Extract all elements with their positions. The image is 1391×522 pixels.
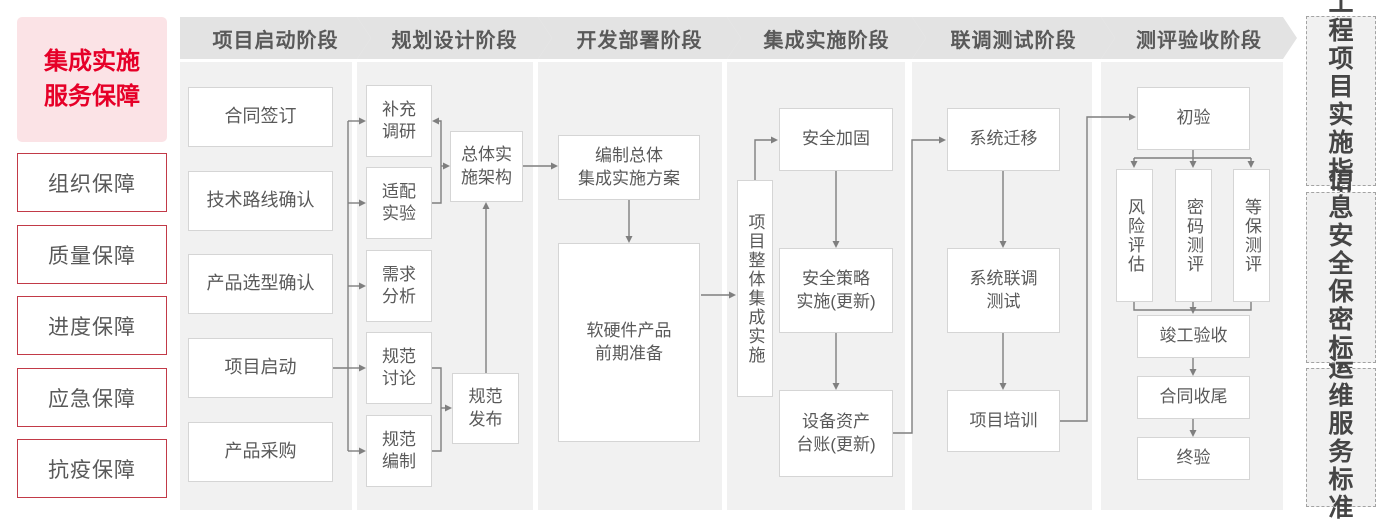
node-project-kickoff: 项目启动 (188, 338, 333, 398)
node-system-migration: 系统迁移 (947, 108, 1060, 171)
node-security-policy: 安全策略 实施(更新) (779, 248, 893, 333)
standard-operations-service: 运维 服务 标准 (1306, 354, 1376, 522)
node-product-selection-confirm: 产品选型确认 (188, 254, 333, 314)
node-product-procurement: 产品采购 (188, 422, 333, 482)
node-risk-assessment: 风险评估 (1116, 169, 1153, 302)
node-overall-architecture: 总体实 施架构 (450, 131, 523, 202)
phase-header-integration: 集成实施阶段 (727, 17, 926, 59)
sidebar-item-schedule: 进度保障 (17, 296, 167, 355)
node-security-hardening: 安全加固 (779, 108, 893, 171)
standard-security-confidentiality: 信息 安全 保密 标准 (1306, 166, 1376, 390)
sidebar-title-card: 集成实施 服务保障 (17, 17, 167, 142)
node-completion-acceptance: 竣工验收 (1137, 315, 1250, 358)
node-supplementary-research: 补充 调研 (366, 85, 432, 157)
node-joint-testing: 系统联调 测试 (947, 248, 1060, 333)
node-project-training: 项目培训 (947, 390, 1060, 452)
node-tech-route-confirm: 技术路线确认 (188, 171, 333, 231)
node-spec-release: 规范 发布 (452, 373, 519, 444)
phase-header-acceptance: 测评验收阶段 (1101, 17, 1297, 59)
node-spec-drafting: 规范 编制 (366, 415, 432, 487)
phase-header-launch: 项目启动阶段 (180, 17, 371, 59)
node-overall-integration: 项目整体集成实施 (737, 180, 773, 397)
standard-operations-service-label: 运维 服务 标准 (1328, 353, 1366, 522)
node-asset-ledger: 设备资产 台账(更新) (779, 390, 893, 477)
sidebar-item-emergency: 应急保障 (17, 368, 167, 427)
node-initial-acceptance: 初验 (1137, 87, 1250, 150)
phase-header-planning: 规划设计阶段 (357, 17, 552, 59)
node-requirement-analysis: 需求 分析 (366, 250, 432, 322)
node-spec-discussion: 规范 讨论 (366, 332, 432, 404)
sidebar-item-quality: 质量保障 (17, 225, 167, 284)
standard-project-guide: 工程 项目 实施 指引 (1306, 0, 1376, 213)
node-product-preparation: 软硬件产品 前期准备 (558, 243, 700, 442)
sidebar-item-organization: 组织保障 (17, 153, 167, 212)
node-crypto-evaluation: 密码测评 (1175, 169, 1212, 302)
node-contract-closure: 合同收尾 (1137, 376, 1250, 419)
sidebar-item-pandemic: 抗疫保障 (17, 439, 167, 498)
node-final-acceptance: 终验 (1137, 437, 1250, 480)
node-classified-evaluation: 等保测评 (1233, 169, 1270, 302)
node-contract-signing: 合同签订 (188, 87, 333, 147)
phase-header-testing: 联调测试阶段 (912, 17, 1115, 59)
phase-header-development: 开发部署阶段 (538, 17, 741, 59)
node-overall-plan: 编制总体 集成实施方案 (558, 135, 700, 200)
node-adaptation-test: 适配 实验 (366, 167, 432, 239)
